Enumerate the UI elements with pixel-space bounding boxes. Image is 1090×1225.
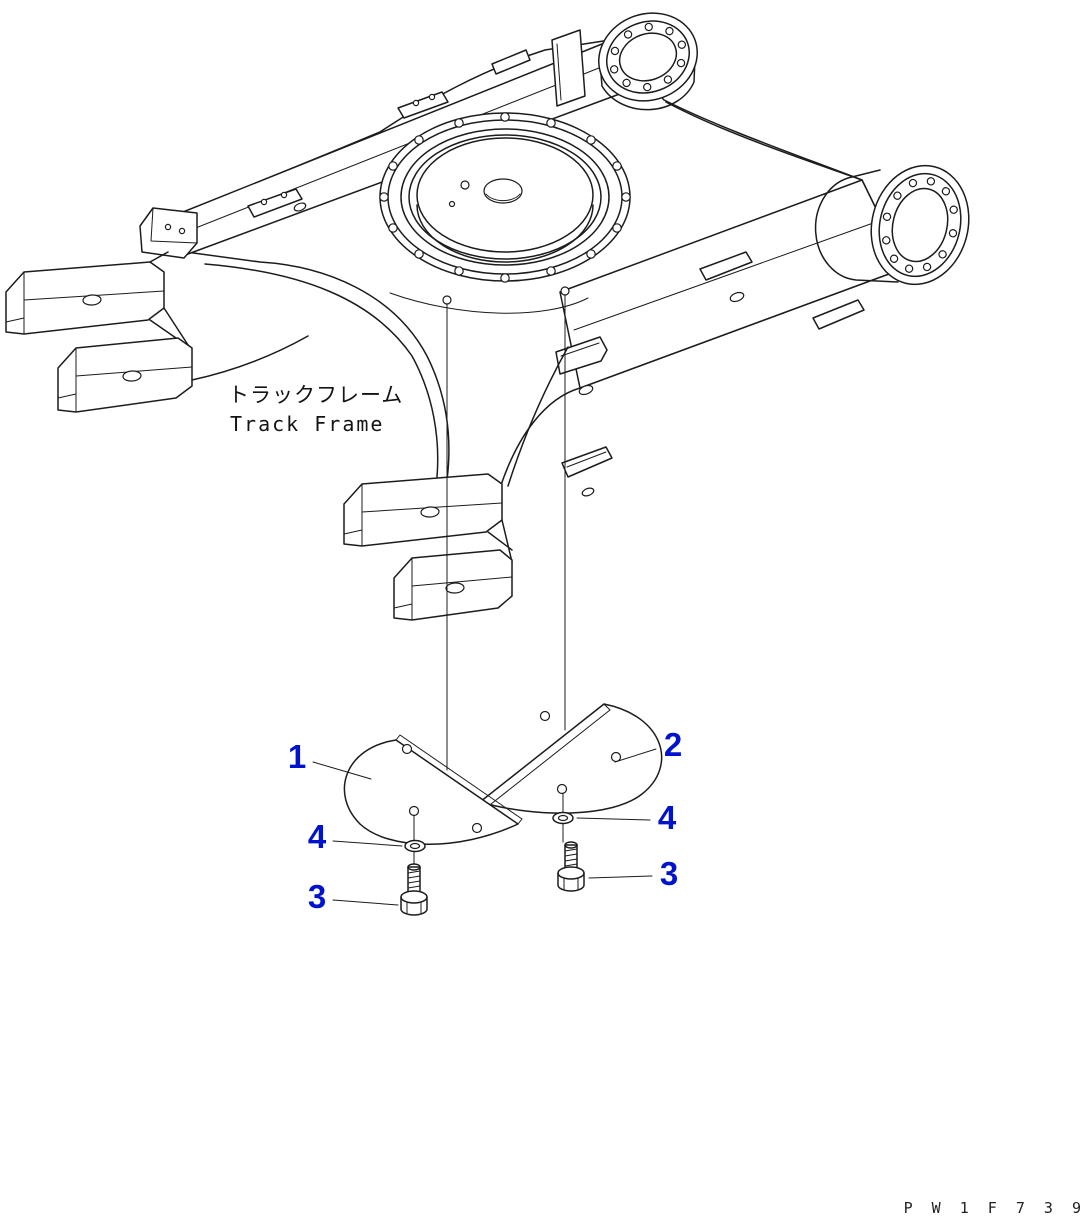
callout-leader-2 — [614, 748, 657, 763]
callout-1: 1 — [288, 738, 306, 775]
cover-plate-1 — [343, 734, 523, 845]
callout-4-right: 4 — [658, 799, 677, 836]
swing-circle-bolt-ring — [379, 112, 631, 283]
frame-label-japanese: トラックフレーム — [228, 383, 403, 407]
callout-4-left: 4 — [308, 818, 327, 855]
callout-leader-4-left — [332, 840, 403, 847]
left-track-motor-mount — [598, 12, 698, 111]
callout-3-left: 3 — [308, 878, 326, 915]
right-track-motor-mount — [814, 164, 970, 286]
washer-left — [404, 839, 426, 853]
top-deck-details — [397, 29, 586, 119]
mount-bolt-ring — [882, 177, 958, 273]
callout-leader-4-right — [576, 817, 651, 821]
projection-lines — [413, 286, 570, 865]
bolt-right — [557, 841, 585, 892]
bolt-left — [400, 863, 428, 916]
callouts: 1 2 4 3 4 3 — [288, 726, 682, 915]
drawing-code: P W 1 F 7 3 9 — [904, 1199, 1086, 1217]
frame-arch-edges — [204, 263, 589, 487]
left-track-beam — [139, 39, 626, 259]
swing-circle — [379, 112, 631, 283]
left-idler-bracket — [5, 251, 309, 413]
cover-plate-2 — [479, 703, 663, 814]
callout-2: 2 — [664, 726, 682, 763]
track-frame-drawing — [5, 12, 970, 621]
callout-leader-3-left — [332, 899, 399, 906]
right-track-beam — [555, 101, 906, 497]
callout-leader-3-right — [588, 875, 653, 879]
callout-3-right: 3 — [660, 855, 678, 892]
center-idler-bracket — [343, 473, 513, 621]
frame-label-english: Track Frame — [230, 412, 384, 436]
callout-leader-1 — [312, 761, 372, 780]
mount-bolt-ring — [609, 22, 687, 92]
washer-right — [552, 811, 574, 825]
